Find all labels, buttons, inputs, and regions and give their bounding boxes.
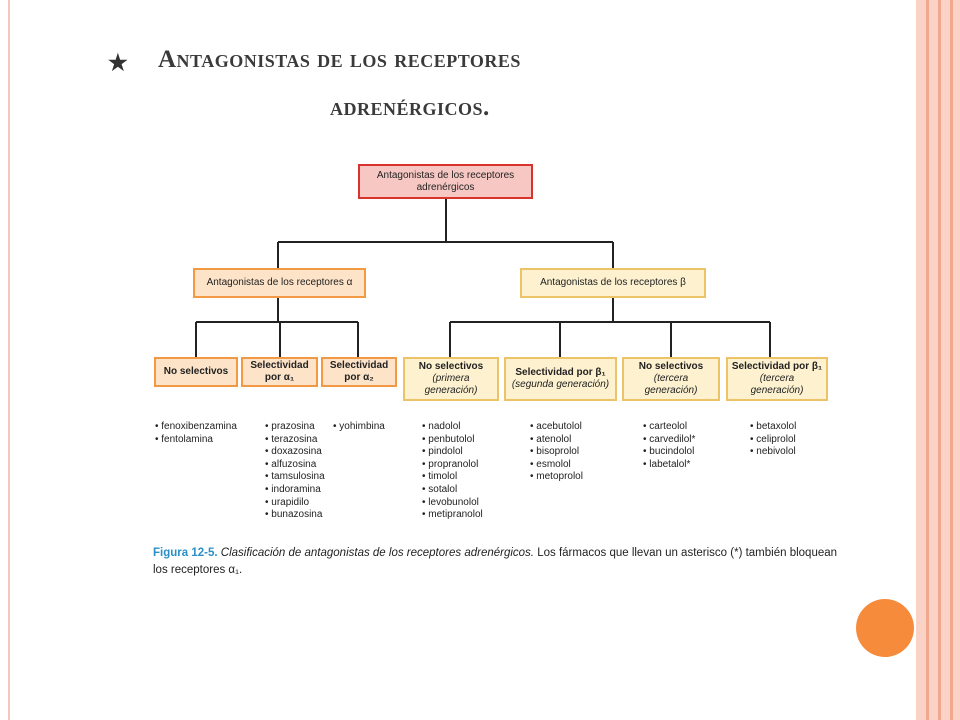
drug-item: • indoramina [265, 483, 321, 495]
beta-first-gen-node: No selectivos (primera generación) [403, 357, 499, 401]
alpha2-drug-list: • yohimbina [333, 421, 385, 434]
alpha-antagonists-node: Antagonistas de los receptores α [193, 268, 366, 298]
frame-stripe [938, 0, 941, 720]
drug-item: • propranolol [422, 458, 479, 470]
beta-first-gen-sub: (primera generación) [424, 373, 478, 396]
drug-item: • pindolol [422, 446, 463, 458]
alpha-nonselective-drug-list: • fenoxibenzamina• fentolamina [155, 421, 237, 446]
caption-text: Los fármacos que llevan un asterisco (*)… [153, 547, 838, 576]
beta-second-gen-label: Selectividad por β₁ [515, 367, 606, 378]
root-node-label: adrenérgicos [416, 181, 475, 193]
left-frame-line [8, 0, 10, 720]
drug-item: • nadolol [422, 421, 461, 432]
beta-second-gen-node: Selectividad por β₁ (segunda generación) [504, 357, 617, 401]
beta-third-gen-selective-node: Selectividad por β₁ (tercera generación) [726, 357, 828, 401]
title-line-2: adrenérgicos. [330, 94, 490, 121]
alpha-antagonists-label: Antagonistas de los receptores α [206, 277, 353, 288]
drug-item: • timolol [422, 471, 458, 483]
drug-item: • carteolol [643, 421, 688, 432]
drug-item: • urapidilo [265, 496, 310, 508]
drug-item: • bunazosina [265, 509, 323, 521]
beta-third-gen-selective-label: Selectividad por β₁ [731, 361, 823, 372]
alpha1-drug-list: • prazosina• terazosina• doxazosina• alf… [265, 421, 325, 522]
beta-first-gen-label: No selectivos [418, 361, 484, 372]
alpha2-selective-node: Selectividad por α₂ [321, 357, 397, 387]
drug-item: • fenoxibenzamina [155, 421, 237, 432]
caption-figure-number: Figura 12-5. [153, 547, 218, 559]
drug-item: • levobunolol [422, 496, 479, 508]
root-node: Antagonistas de los receptores adrenérgi… [358, 164, 533, 199]
drug-item: • nebivolol [750, 446, 796, 458]
alpha2-selective-label: Selectividad [329, 360, 389, 371]
drug-item: • fentolamina [155, 433, 213, 445]
alpha1-selective-node: Selectividad por α₁ [241, 357, 318, 387]
star-bullet-icon: ★ [108, 50, 129, 75]
alpha2-selective-sub: por α₂ [344, 372, 374, 383]
drug-item: • betaxolol [750, 421, 797, 432]
beta-third-gen-selective-drug-list: • betaxolol• celiprolol• nebivolol [750, 421, 796, 459]
drug-item: • alfuzosina [265, 458, 317, 470]
drug-item: • metoprolol [530, 471, 583, 483]
drug-item: • prazosina [265, 421, 315, 432]
beta-antagonists-label: Antagonistas de los receptores β [540, 277, 686, 288]
drug-item: • bucindolol [643, 446, 695, 458]
drug-item: • yohimbina [333, 421, 385, 432]
beta-third-gen-nonselective-sub: (tercera generación) [644, 373, 698, 396]
drug-item: • celiprolol [750, 433, 796, 445]
beta-third-gen-nonselective-drug-list: • carteolol• carvedilol*• bucindolol• la… [643, 421, 695, 471]
drug-item: • metipranolol [422, 509, 483, 521]
alpha1-selective-sub: por α₁ [264, 372, 295, 383]
figure-caption: Figura 12-5. Clasificación de antagonist… [153, 545, 843, 579]
frame-stripe [926, 0, 929, 720]
title-line-1: Antagonistas de los receptores [158, 46, 521, 73]
beta-second-gen-drug-list: • acebutolol• atenolol• bisoprolol• esmo… [530, 421, 583, 484]
drug-item: • esmolol [530, 458, 571, 470]
drug-item: • labetalol* [643, 458, 691, 470]
drug-item: • acebutolol [530, 421, 582, 432]
drug-item: • bisoprolol [530, 446, 580, 458]
beta-third-gen-nonselective-node: No selectivos (tercera generación) [622, 357, 720, 401]
alpha1-selective-label: Selectividad [250, 360, 309, 371]
beta-antagonists-node: Antagonistas de los receptores β [520, 268, 706, 298]
drug-item: • terazosina [265, 433, 318, 445]
orange-circle-decoration [856, 599, 914, 657]
right-frame-band [916, 0, 960, 720]
drug-item: • sotalol [422, 483, 458, 495]
drug-item: • tamsulosina [265, 471, 325, 483]
beta-third-gen-nonselective-label: No selectivos [638, 361, 704, 372]
drug-item: • carvedilol* [643, 433, 696, 445]
frame-stripe [950, 0, 953, 720]
caption-emphasis: Clasificación de antagonistas de los rec… [220, 547, 535, 559]
drug-item: • doxazosina [265, 446, 322, 458]
beta-first-gen-drug-list: • nadolol• penbutolol• pindolol• propran… [422, 421, 483, 522]
root-node-label: Antagonistas de los receptores [376, 169, 515, 181]
drug-item: • penbutolol [422, 433, 475, 445]
alpha-nonselective-label: No selectivos [163, 366, 229, 377]
beta-second-gen-sub: (segunda generación) [511, 379, 610, 390]
drug-item: • atenolol [530, 433, 572, 445]
beta-third-gen-selective-sub: (tercera generación) [750, 373, 804, 396]
alpha-nonselective-node: No selectivos [154, 357, 238, 387]
